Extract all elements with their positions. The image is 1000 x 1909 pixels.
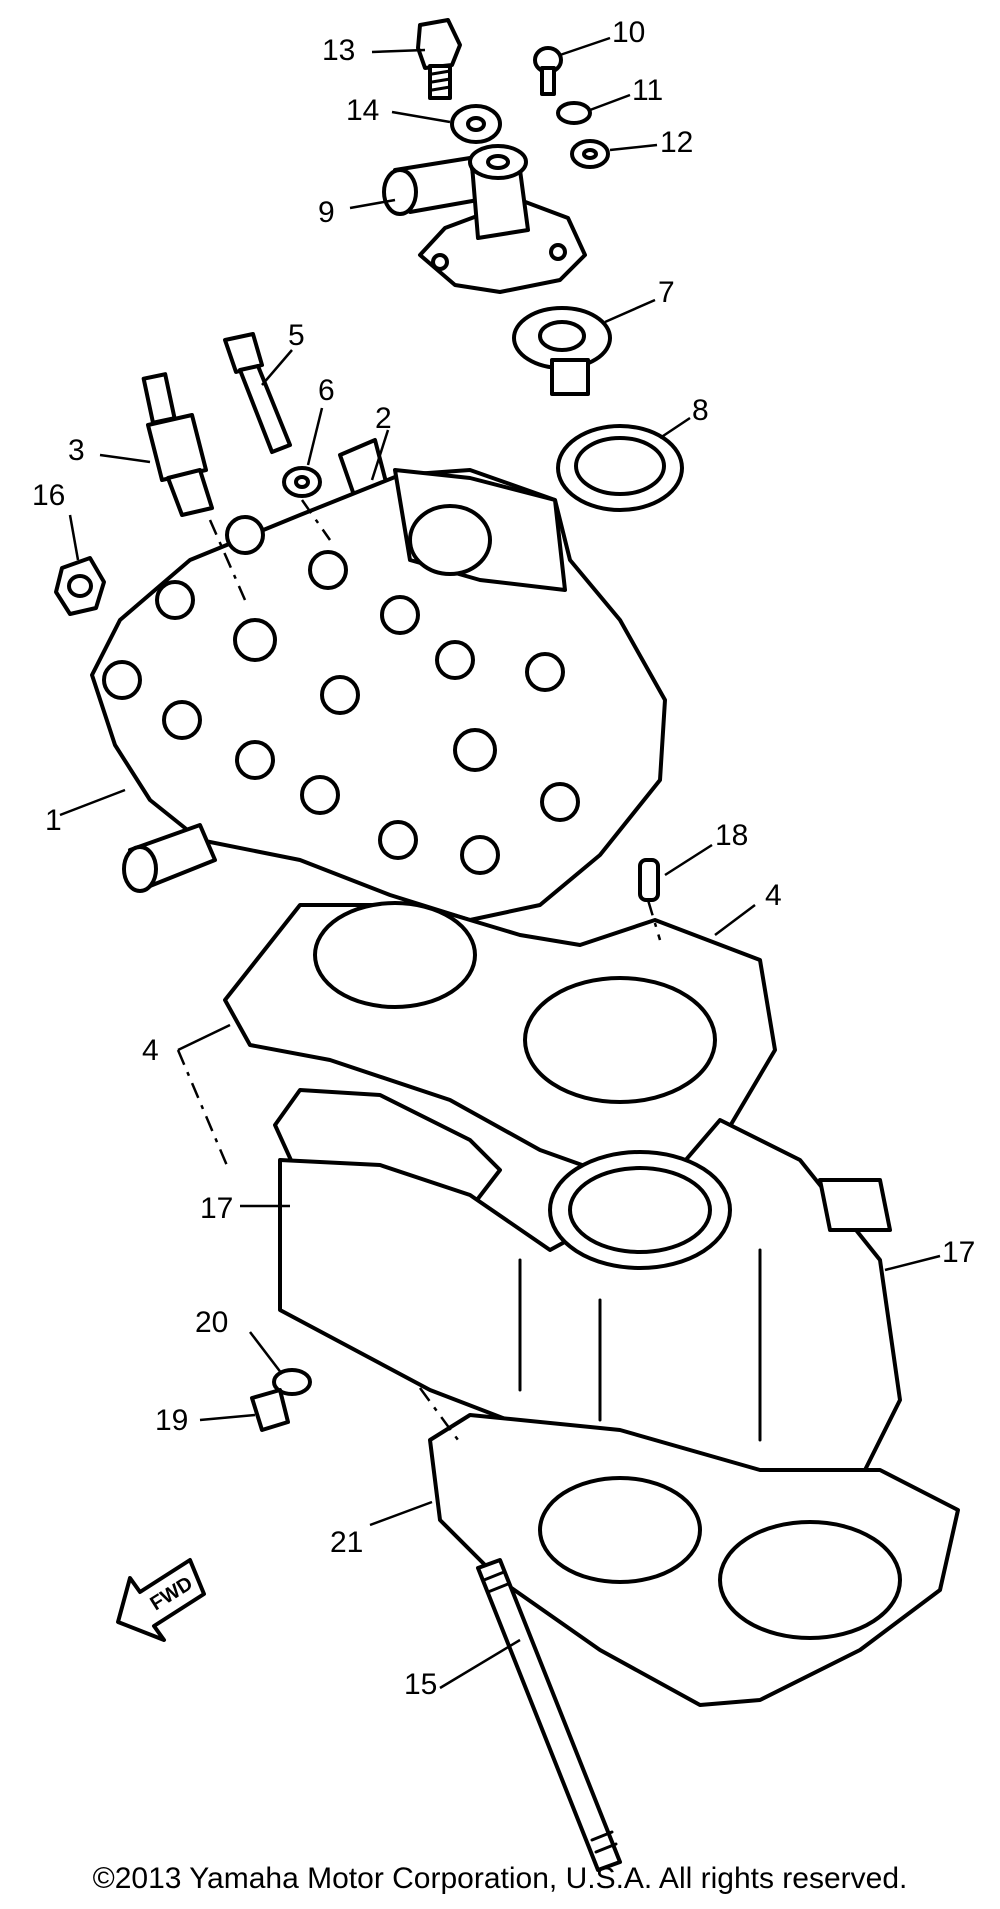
callout-12: 12	[660, 126, 693, 159]
fwd-arrow-icon: FWD	[116, 1558, 206, 1642]
callout-5: 5	[288, 319, 305, 352]
callout-20: 20	[195, 1306, 228, 1339]
cylinder-base-gasket-21	[428, 1413, 960, 1707]
bolt-10	[533, 46, 563, 96]
callout-13: 13	[322, 34, 355, 67]
screw-19	[250, 1388, 290, 1432]
callout-11: 11	[632, 74, 663, 107]
callout-4b: 4	[765, 879, 782, 912]
callout-17a: 17	[200, 1192, 233, 1225]
cylinder-17	[278, 1118, 902, 1492]
leader-lines	[59, 36, 941, 1690]
washer-20	[272, 1368, 312, 1396]
alignment-lines	[176, 499, 662, 1441]
callout-16: 16	[32, 479, 65, 512]
bolt-13	[416, 18, 462, 100]
cylinder-head-1	[90, 468, 667, 922]
callout-17b: 17	[942, 1236, 975, 1269]
callout-21: 21	[330, 1526, 363, 1559]
copyright-notice: ©2013 Yamaha Motor Corporation, U.S.A. A…	[92, 1862, 908, 1895]
callout-14: 14	[346, 94, 379, 127]
washer-12	[570, 139, 610, 169]
washer-14	[450, 104, 502, 144]
callout-2: 2	[375, 402, 392, 435]
head-gasket-4	[223, 901, 777, 1177]
lock-washer-11	[556, 101, 592, 125]
callout-7: 7	[658, 276, 675, 309]
callout-9: 9	[318, 196, 335, 229]
nut-16	[54, 556, 106, 616]
callout-3: 3	[68, 434, 85, 467]
thermostat-7	[512, 306, 612, 396]
callout-4a: 4	[142, 1034, 159, 1067]
washer-6	[282, 466, 322, 498]
callout-19: 19	[155, 1404, 188, 1437]
callout-labels: 1 2 3 4 4 5 6 7 8 9 10 11 12 13 14 15 16…	[32, 16, 975, 1701]
gasket-8	[556, 424, 684, 512]
thermostat-cover-9	[382, 144, 587, 294]
head-bolt-holes	[102, 515, 580, 875]
callout-10: 10	[612, 16, 645, 49]
callout-18: 18	[715, 819, 748, 852]
dowel-pin-18	[638, 858, 660, 902]
callout-6: 6	[318, 374, 335, 407]
bolt-5	[223, 332, 292, 454]
stud-bolt-15	[476, 1558, 622, 1872]
callout-1: 1	[45, 804, 62, 837]
callout-15: 15	[404, 1668, 437, 1701]
callout-8: 8	[692, 394, 709, 427]
spark-plug-3	[141, 372, 214, 517]
